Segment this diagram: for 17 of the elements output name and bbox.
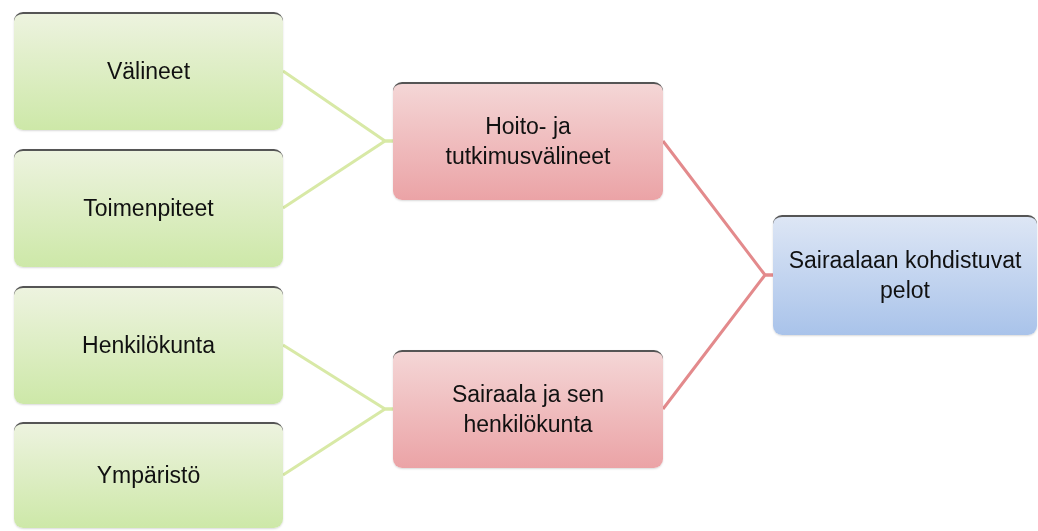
process-box [773, 215, 1037, 335]
process-box [393, 82, 663, 200]
connector-line [661, 273, 773, 410]
box-label: Välineet [106, 57, 191, 87]
connector-line [282, 407, 393, 477]
box-label: Toimenpiteet [83, 194, 214, 224]
box-label: Sairaalaan kohdistuvat pelot [787, 246, 1023, 305]
box-label: Henkilökunta [82, 331, 215, 361]
process-box [14, 12, 283, 130]
process-box [14, 149, 283, 267]
box-label: Hoito- ja tutkimusvälineet [444, 112, 612, 171]
process-box [14, 286, 283, 404]
box-label: Sairaala ja sen henkilökunta [450, 380, 606, 439]
box-label: Ympäristö [96, 461, 201, 491]
process-box [14, 422, 283, 528]
process-box [393, 350, 663, 468]
connector-line [282, 139, 393, 210]
